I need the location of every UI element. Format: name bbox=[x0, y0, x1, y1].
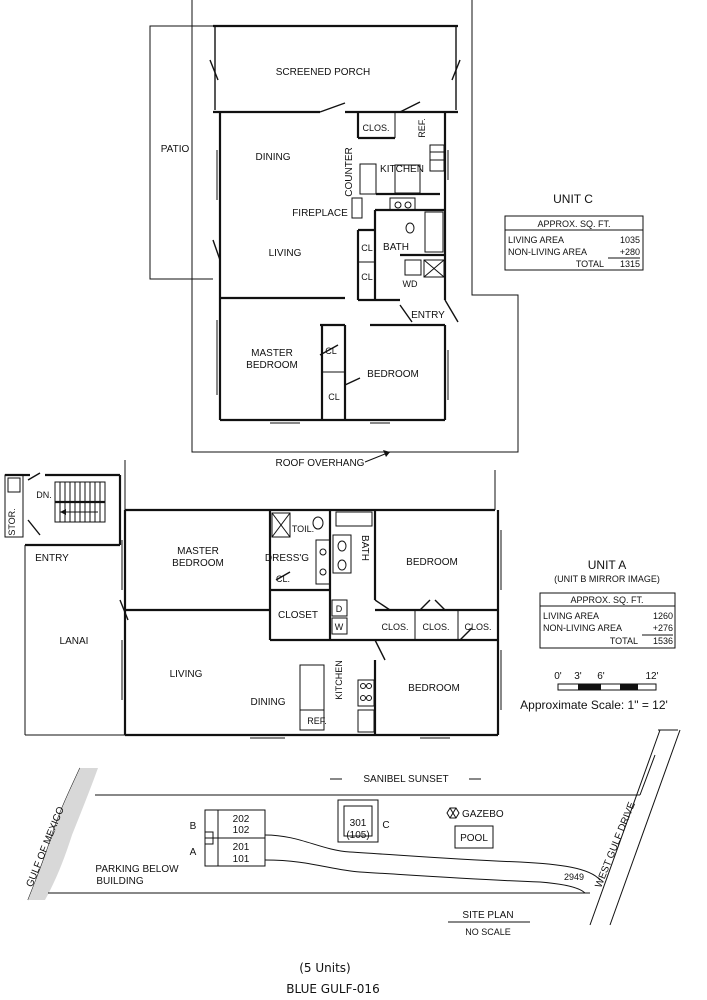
gazebo-label: GAZEBO bbox=[462, 809, 504, 820]
ref-label: REF. bbox=[417, 118, 427, 138]
unit-c-area-table: UNIT C APPROX. SQ. FT. LIVING AREA 1035 … bbox=[504, 192, 644, 271]
living-label: LIVING bbox=[269, 248, 302, 259]
unit-102-label: 102 bbox=[233, 825, 250, 836]
scale-tick-0: 0' bbox=[554, 671, 562, 682]
clos-label: CLOS. bbox=[362, 123, 389, 133]
unit-a-master-label-2: BEDROOM bbox=[172, 558, 224, 569]
pool-outline bbox=[454, 825, 494, 849]
toilet-label: TOIL. bbox=[292, 524, 314, 534]
fireplace-label: FIREPLACE bbox=[292, 208, 348, 219]
gazebo-icon bbox=[446, 807, 460, 819]
scale-tick-6: 6' bbox=[597, 671, 605, 682]
unit-a-table-header: APPROX. SQ. FT. bbox=[570, 595, 643, 605]
street-number-label: 2949 bbox=[564, 872, 584, 882]
unit-a-living-area-value: 1260 bbox=[653, 611, 673, 621]
master-bedroom-label-2: BEDROOM bbox=[246, 360, 298, 371]
unit-c-nonliving-area-value: +280 bbox=[620, 247, 640, 257]
unit-c-living-area-value: 1035 bbox=[620, 235, 640, 245]
entry-label: ENTRY bbox=[411, 310, 445, 321]
site-unit-a-letter: A bbox=[190, 847, 197, 858]
unit-a-ref-label: REF. bbox=[307, 716, 327, 726]
unit-a-entry-label: ENTRY bbox=[35, 553, 69, 564]
lanai-label: LANAI bbox=[60, 636, 89, 647]
unit-a-bath-label: BATH bbox=[359, 535, 370, 561]
bedroom-label: BEDROOM bbox=[367, 369, 419, 380]
sanibel-sunset-label: SANIBEL SUNSET bbox=[363, 774, 448, 785]
dryer-label: D bbox=[336, 604, 343, 614]
stairs bbox=[54, 481, 106, 523]
unit-a-plan: DN. STOR. ENTRY LANAI MASTER BEDROOM TOI… bbox=[4, 460, 502, 739]
site-plan: SANIBEL SUNSET GAZEBO POOL GULF OF MEXIC… bbox=[25, 729, 681, 937]
unit-a-total-value: 1536 bbox=[653, 636, 673, 646]
washer-label: W bbox=[335, 622, 344, 632]
unit-202-label: 202 bbox=[233, 814, 250, 825]
kitchen-label: KITCHEN bbox=[380, 164, 424, 175]
unit-c-nonliving-area-label: NON-LIVING AREA bbox=[508, 247, 587, 257]
unit-a-living-label: LIVING bbox=[170, 669, 203, 680]
unit-c-total-label: TOTAL bbox=[576, 259, 604, 269]
unit-a-subtitle: (UNIT B MIRROR IMAGE) bbox=[554, 574, 660, 584]
unit-a-dining-label: DINING bbox=[251, 697, 286, 708]
footer: (5 Units) BLUE GULF-016 bbox=[286, 961, 379, 996]
unit-a-closet-label: CLOSET bbox=[278, 610, 318, 621]
scale-caption: Approximate Scale: 1" = 12' bbox=[520, 698, 668, 712]
scale-tick-3: 3' bbox=[574, 671, 582, 682]
unit-c-title: UNIT C bbox=[553, 192, 593, 206]
unit-a-clos-1-label: CLOS. bbox=[381, 622, 408, 632]
scale-tick-12: 12' bbox=[645, 671, 658, 682]
unit-201-label: 201 bbox=[233, 842, 250, 853]
unit-a-master-label-1: MASTER bbox=[177, 546, 219, 557]
unit-a-living-area-label: LIVING AREA bbox=[543, 611, 599, 621]
unit-101-label: 101 bbox=[233, 854, 250, 865]
closet-1-label: CL bbox=[361, 243, 373, 253]
dining-label: DINING bbox=[256, 152, 291, 163]
roof-overhang-label: ROOF OVERHANG bbox=[276, 458, 365, 469]
unit-c-plan: SCREENED PORCH PATIO DINING COUNTER KITC… bbox=[149, 0, 519, 469]
closet-3-label: CL bbox=[325, 346, 337, 356]
unit-a-area-table: UNIT A (UNIT B MIRROR IMAGE) APPROX. SQ.… bbox=[539, 558, 676, 649]
parking-label-2: BUILDING bbox=[96, 876, 143, 887]
site-plan-no-scale: NO SCALE bbox=[465, 927, 511, 937]
counter-label: COUNTER bbox=[344, 147, 355, 196]
dressing-label: DRESS'G bbox=[265, 553, 309, 564]
unit-a-clos-2-label: CLOS. bbox=[422, 622, 449, 632]
down-stair-label: DN. bbox=[36, 490, 52, 500]
unit-a-nonliving-area-label: NON-LIVING AREA bbox=[543, 623, 622, 633]
site-plan-title: SITE PLAN bbox=[462, 910, 513, 921]
unit-a-total-label: TOTAL bbox=[610, 636, 638, 646]
roof-overhang-outline bbox=[191, 0, 519, 453]
master-bedroom-label-1: MASTER bbox=[251, 348, 293, 359]
closet-2-label: CL bbox=[361, 272, 373, 282]
building-name-label: BLUE GULF-016 bbox=[286, 982, 379, 996]
unit-105-label: (105) bbox=[346, 830, 369, 841]
storage-label: STOR. bbox=[7, 508, 17, 535]
unit-a-bedroom-2-label: BEDROOM bbox=[408, 683, 460, 694]
parking-label-1: PARKING BELOW bbox=[95, 864, 179, 875]
screened-porch-label: SCREENED PORCH bbox=[276, 67, 370, 78]
patio-label: PATIO bbox=[161, 144, 190, 155]
patio-outline bbox=[149, 25, 213, 280]
pool-label: POOL bbox=[460, 833, 488, 844]
unit-c-table-header: APPROX. SQ. FT. bbox=[537, 219, 610, 229]
unit-a-title: UNIT A bbox=[588, 558, 626, 572]
bath-label: BATH bbox=[383, 242, 409, 253]
unit-a-kitchen-label: KITCHEN bbox=[334, 660, 344, 700]
unit-a-closet-small-label: CL. bbox=[276, 574, 290, 584]
unit-301-label: 301 bbox=[350, 818, 367, 829]
unit-c-total-value: 1315 bbox=[620, 259, 640, 269]
site-unit-c-letter: C bbox=[382, 820, 389, 831]
washer-dryer-label: WD bbox=[403, 279, 418, 289]
site-unit-b-letter: B bbox=[190, 821, 197, 832]
unit-a-nonliving-area-value: +276 bbox=[653, 623, 673, 633]
unit-count-label: (5 Units) bbox=[299, 961, 351, 975]
west-gulf-drive-label: WEST GULF DRIVE bbox=[593, 800, 638, 889]
unit-c-living-area-label: LIVING AREA bbox=[508, 235, 564, 245]
closet-4-label: CL bbox=[328, 392, 340, 402]
unit-a-clos-3-label: CLOS. bbox=[464, 622, 491, 632]
unit-a-bedroom-1-label: BEDROOM bbox=[406, 557, 458, 568]
scale-bar: 0' 3' 6' 12' Approximate Scale: 1" = 12' bbox=[520, 671, 668, 712]
